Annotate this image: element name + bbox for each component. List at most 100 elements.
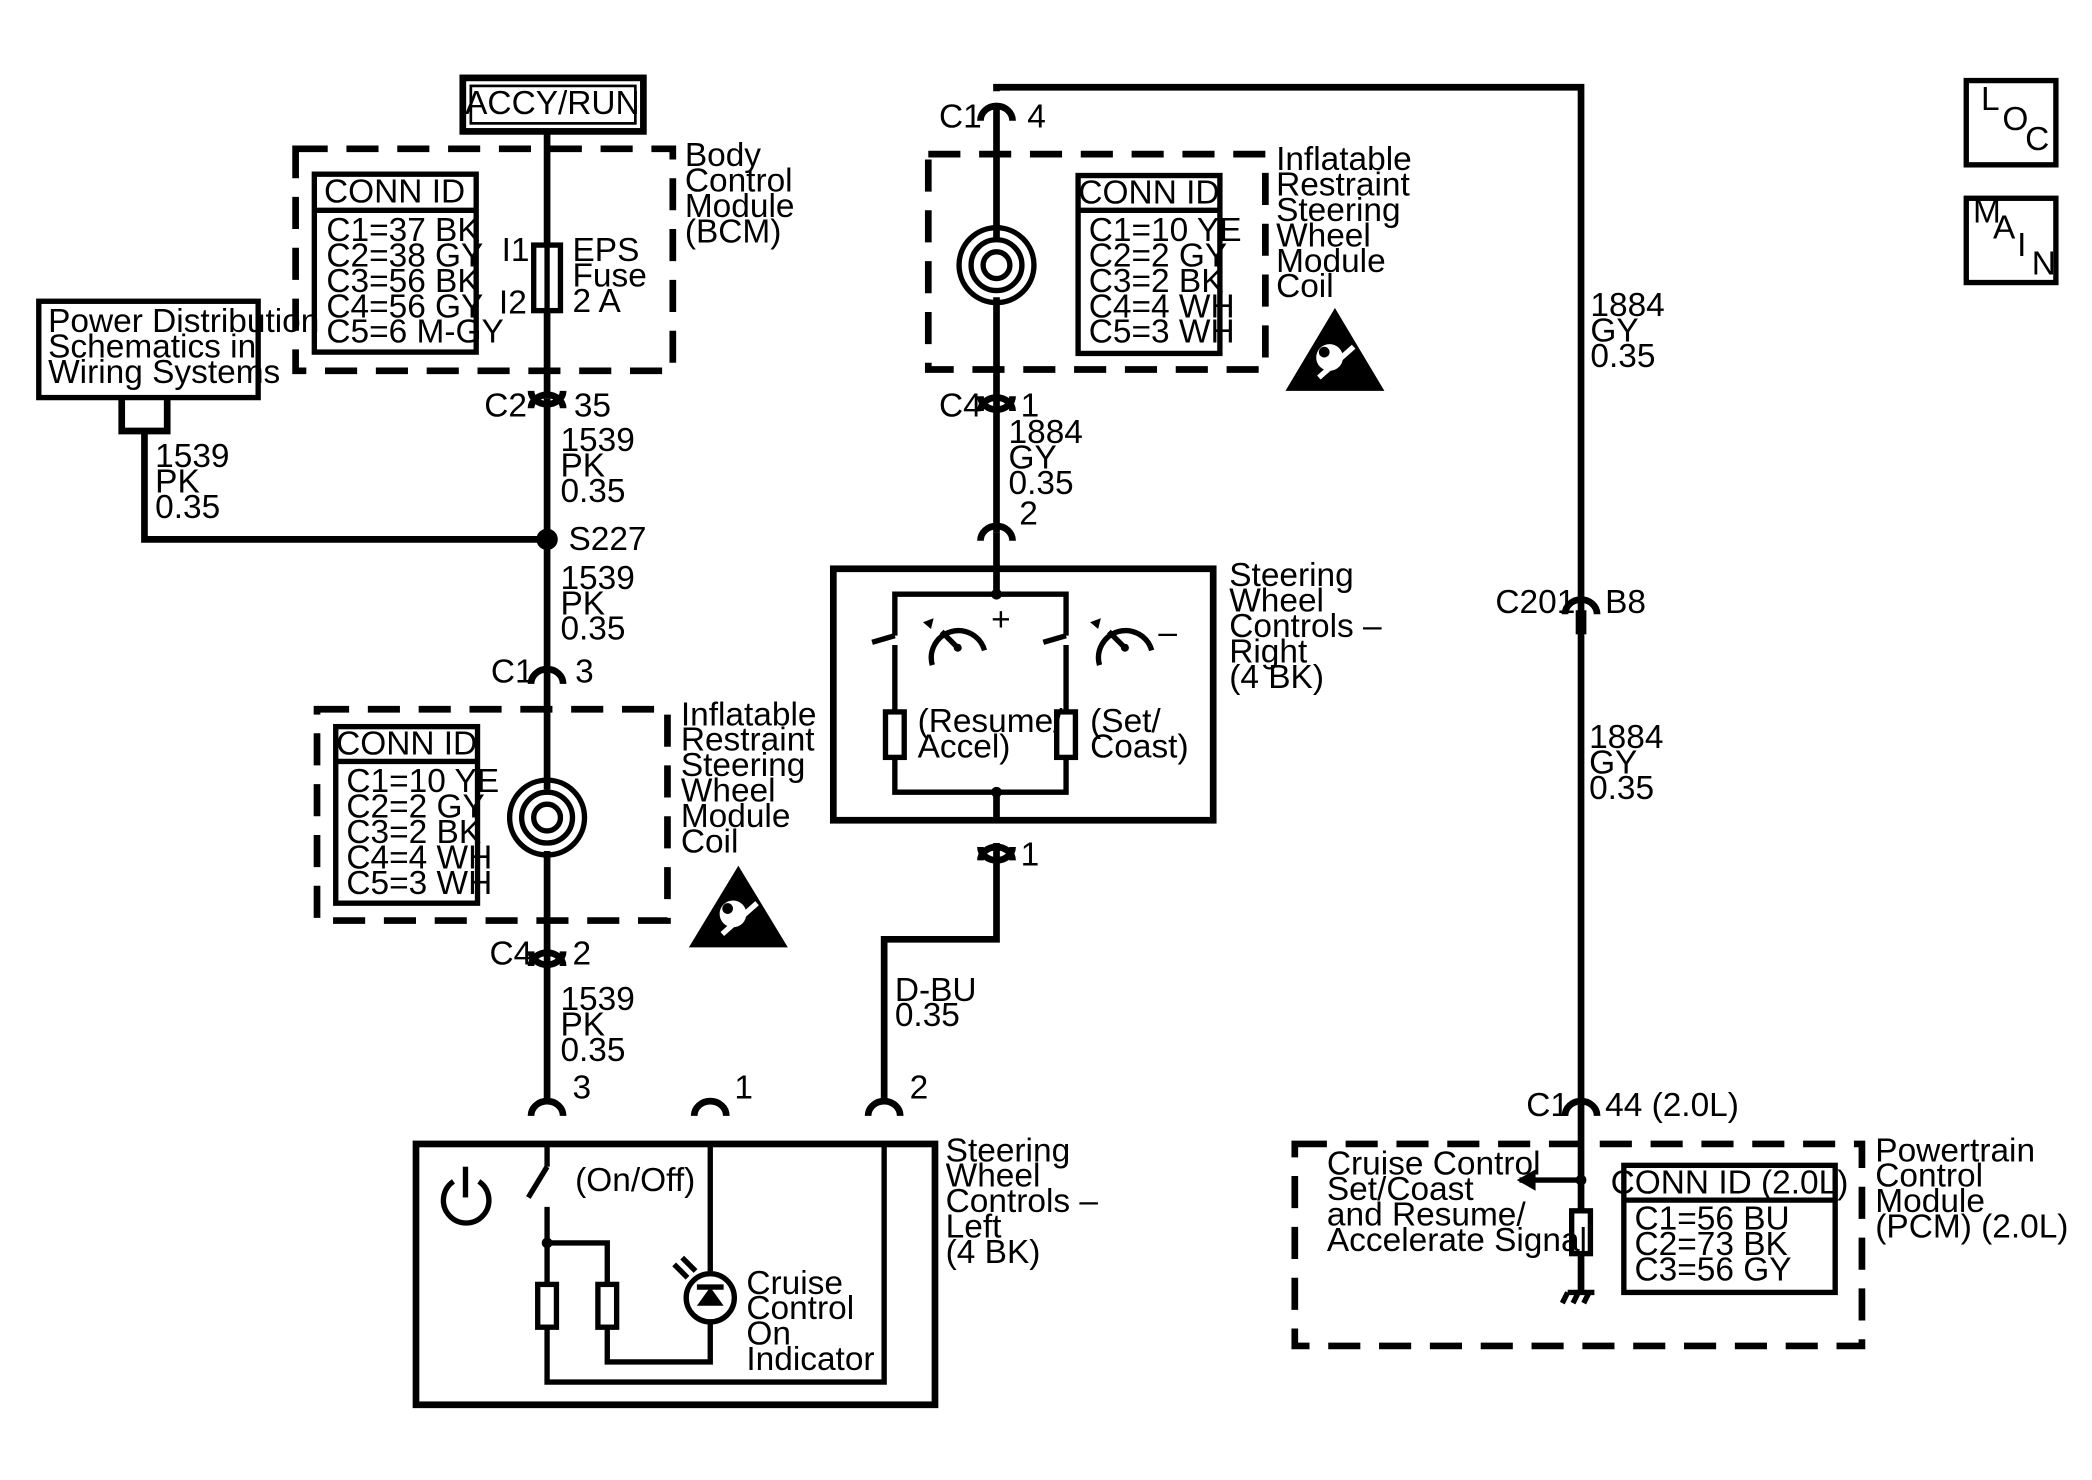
- ground-icon: [1559, 1289, 1595, 1305]
- svg-text:1884: 1884: [1590, 287, 1664, 324]
- coil-left-conn-row: C2=2 GY: [346, 789, 484, 826]
- svg-text:Module: Module: [1276, 243, 1386, 280]
- power-dist-label: Power Distribution: [48, 303, 319, 340]
- coil-left-conn-row: C1=10 YE: [346, 763, 499, 800]
- svg-text:1884: 1884: [1589, 719, 1663, 756]
- svg-text:N: N: [2032, 246, 2056, 283]
- svg-text:0.35: 0.35: [560, 1032, 625, 1069]
- coil-right-conn-row: C4=4 WH: [1089, 288, 1235, 325]
- svg-text:Set/Coast: Set/Coast: [1327, 1171, 1474, 1208]
- svg-text:(Set/: (Set/: [1090, 703, 1161, 740]
- svg-text:Indicator: Indicator: [746, 1341, 874, 1378]
- coil-right-conn-row: C3=2 BK: [1089, 263, 1224, 300]
- main-button[interactable]: M A I N: [1963, 193, 2059, 286]
- airbag-warning-icon: [688, 865, 788, 948]
- svg-text:Powertrain: Powertrain: [1875, 1132, 2035, 1169]
- onoff-resistor-icon: [595, 1281, 620, 1330]
- svg-text:M: M: [1973, 193, 2001, 230]
- power-button-icon: [440, 1166, 492, 1226]
- svg-text:(On/Off): (On/Off): [575, 1162, 695, 1199]
- connector-pin: 2: [910, 1069, 929, 1106]
- bcm-label: Body: [685, 137, 761, 174]
- svg-text:1539: 1539: [155, 438, 229, 475]
- fuse-label: 2 A: [572, 283, 621, 320]
- svg-text:PK: PK: [560, 585, 605, 622]
- connector-name: C4: [490, 936, 533, 973]
- minus-sign: –: [1158, 615, 1177, 652]
- coil-right-conn-row: C2=2 GY: [1089, 237, 1227, 274]
- svg-text:0.35: 0.35: [1009, 465, 1074, 502]
- bcm-conn-title: CONN ID: [324, 173, 465, 210]
- svg-text:GY: GY: [1009, 439, 1057, 476]
- signal-arrow-icon: [1516, 1169, 1536, 1191]
- power-source-box: ACCY/RUN: [459, 74, 647, 135]
- connector-pin: 1: [1021, 837, 1040, 874]
- svg-text:Coil: Coil: [1276, 268, 1334, 305]
- pcm-conn-row: C2=73 BK: [1635, 1226, 1788, 1263]
- fuse-pin-out: I2: [499, 284, 527, 321]
- fuse-label: EPS: [572, 232, 639, 269]
- svg-text:0.35: 0.35: [895, 997, 960, 1034]
- svg-text:A: A: [1993, 209, 2016, 246]
- svg-text:1539: 1539: [560, 422, 634, 459]
- svg-text:Steering: Steering: [681, 747, 805, 784]
- svg-text:GY: GY: [1590, 312, 1638, 349]
- splice-dot: [536, 528, 558, 551]
- svg-text:Restraint: Restraint: [1276, 167, 1410, 204]
- coil-right-conn-row: C1=10 YE: [1089, 212, 1242, 249]
- connector-pin: 3: [575, 653, 594, 690]
- svg-text:O: O: [2002, 101, 2028, 138]
- wire-labels: 1539 PK 0.35 1539 PK 0.35 1539 PK 0.35 1…: [155, 287, 1665, 1069]
- coil-left-conn-title: CONN ID: [336, 726, 477, 763]
- connector-name: C2: [484, 387, 527, 424]
- svg-text:Accel): Accel): [918, 728, 1011, 765]
- plus-sign: +: [991, 601, 1011, 638]
- svg-text:Coil: Coil: [681, 823, 739, 860]
- svg-text:0.35: 0.35: [560, 473, 625, 510]
- bcm-conn-row: C4=56 GY: [326, 288, 483, 325]
- svg-text:Steering: Steering: [1229, 557, 1353, 594]
- loc-button[interactable]: L O C: [1963, 77, 2059, 168]
- connector-name: C1: [939, 98, 982, 135]
- svg-text:1539: 1539: [560, 981, 634, 1018]
- splice-label: S227: [568, 521, 646, 558]
- clockspring-coil-icon: [956, 225, 1037, 306]
- speedometer-plus-icon: [922, 618, 988, 666]
- svg-text:(4 BK): (4 BK): [1229, 659, 1324, 696]
- pcm-module: CONN ID (2.0L) C1=56 BU C2=73 BK C3=56 G…: [1291, 1132, 2068, 1350]
- svg-text:Inflatable: Inflatable: [681, 696, 817, 733]
- bcm-label: (BCM): [685, 213, 782, 250]
- coil-left-conn-row: C3=2 BK: [346, 814, 481, 851]
- connector-pin: 3: [572, 1069, 591, 1106]
- svg-text:GY: GY: [1589, 744, 1637, 781]
- swc-right-module: + – (Resume/ Accel) (Set/ Coast) Steerin…: [829, 557, 1382, 824]
- connector-name: C4: [939, 387, 982, 424]
- coil-module-right: CONN ID C1=10 YE C2=2 GY C3=2 BK C4=4 WH…: [924, 141, 1412, 391]
- power-dist-label: Schematics in: [48, 328, 256, 365]
- svg-text:1539: 1539: [560, 560, 634, 597]
- onoff-resistor-icon: [535, 1281, 560, 1330]
- svg-text:Inflatable: Inflatable: [1276, 141, 1412, 178]
- svg-text:L: L: [1981, 81, 2000, 118]
- bcm-label: Module: [685, 188, 795, 225]
- power-distribution-reference[interactable]: Power Distribution Schematics in Wiring …: [36, 298, 320, 435]
- pcm-conn-row: C1=56 BU: [1635, 1201, 1790, 1238]
- svg-text:Wheel: Wheel: [681, 773, 776, 810]
- power-source-label: ACCY/RUN: [465, 85, 640, 122]
- coil-left-conn-row: C5=3 WH: [346, 865, 492, 902]
- bcm-module: CONN ID C1=37 BK C2=38 GY C3=56 BK C4=56…: [292, 137, 795, 375]
- connector-pin: 1: [734, 1069, 753, 1106]
- svg-text:(Resume/: (Resume/: [918, 703, 1064, 740]
- svg-text:Cruise Control: Cruise Control: [1327, 1146, 1541, 1183]
- resume-resistor-icon: [882, 709, 907, 761]
- svg-text:0.35: 0.35: [560, 611, 625, 648]
- svg-text:Right: Right: [1229, 633, 1308, 670]
- connector-pin: 2: [1019, 496, 1038, 533]
- coil-right-conn-title: CONN ID: [1078, 175, 1219, 212]
- svg-text:On: On: [746, 1316, 791, 1353]
- bcm-conn-row: C3=56 BK: [326, 263, 479, 300]
- connector-symbols: [527, 102, 1601, 1117]
- svg-text:Wheel: Wheel: [1229, 583, 1324, 620]
- connector-pin: 44 (2.0L): [1605, 1087, 1739, 1124]
